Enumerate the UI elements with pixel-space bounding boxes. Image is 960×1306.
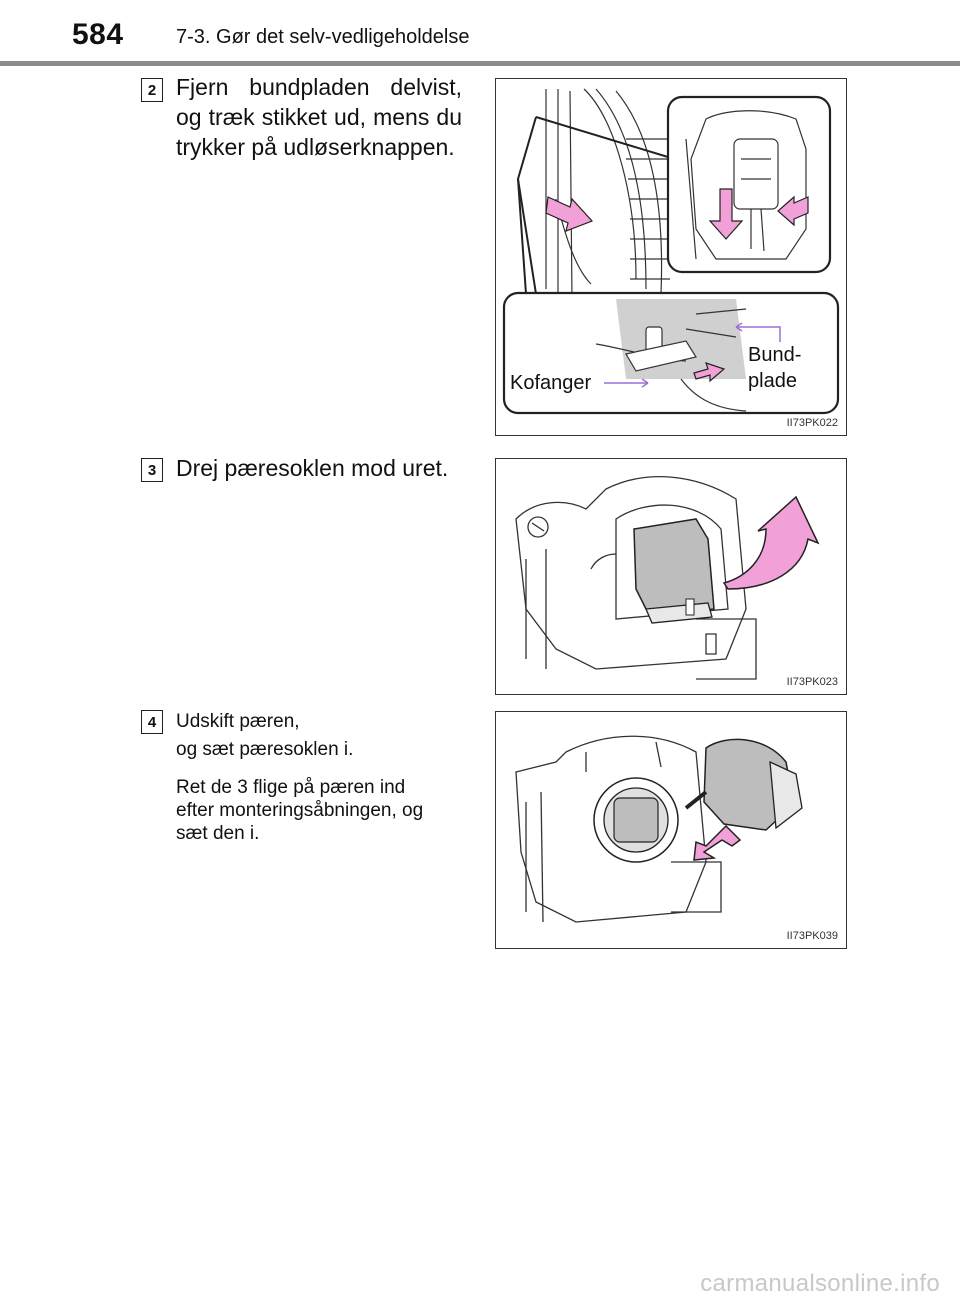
step-number-4: 4 [141,710,163,734]
figure-connector-removal: Kofanger Bund- plade II73PK022 [495,78,847,436]
step-4-line1: Udskift pæren, [176,711,300,732]
label-bumper: Kofanger [510,372,592,394]
step-4-note: Ret de 3 flige på pæren ind efter monter… [176,777,424,844]
step-3-text: Drej pæresoklen mod uret. [176,455,449,481]
label-plate-line1: Bund- [748,344,802,366]
rotate-socket-illustration [515,476,820,680]
page-number: 584 [72,18,124,51]
connector-removal-illustration [502,88,840,415]
label-plate-line2: plade [748,370,797,392]
section-title: 7-3. Gør det selv-vedligeholdelse [176,26,470,48]
watermark: carmanualsonline.info [700,1270,940,1297]
step-number-2: 2 [141,78,163,102]
figure-code: II73PK023 [786,676,838,688]
install-bulb-illustration [515,735,803,923]
step-number-3: 3 [141,458,163,482]
step-4-line2: og sæt pæresoklen i. [176,739,354,760]
step-2-text: Fjern bundpladen delvist, og træk stikke… [176,74,462,160]
figure-install-bulb: II73PK039 [495,711,847,949]
header-rule [0,61,960,66]
page-header: 584 7-3. Gør det selv-vedligeholdelse [0,0,960,66]
figure-rotate-socket: II73PK023 [495,458,847,695]
figure-code: II73PK022 [786,417,838,429]
figure-code: II73PK039 [786,930,838,942]
